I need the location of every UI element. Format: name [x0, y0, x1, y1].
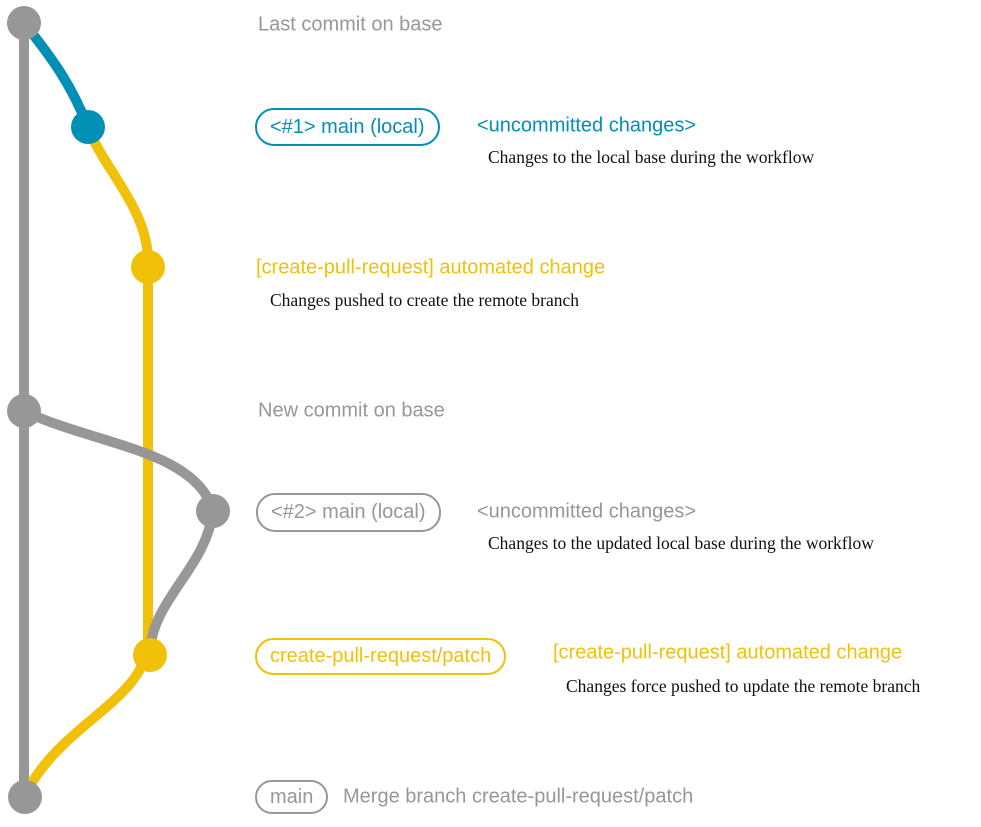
commit-dot-automated-2: [133, 638, 167, 672]
commit-dot-automated-1: [131, 250, 165, 284]
commit-dot-uncommitted-1: [71, 110, 105, 144]
badge-main-final: main: [255, 780, 329, 814]
new-commit-label: New commit on base: [258, 399, 445, 422]
description-force-pushed: Changes force pushed to update the remot…: [566, 675, 921, 696]
last-commit-label: Last commit on base: [258, 13, 443, 36]
badge-patch-branch: create-pull-request/patch: [255, 638, 507, 675]
local-changes-line: [19, 18, 93, 132]
commit-dot-merge: [8, 780, 42, 814]
badge-main-local-2: <#2> main (local): [256, 493, 441, 532]
badge-main-local-1: <#1> main (local): [255, 108, 440, 146]
merge-branch-label: Merge branch create-pull-request/patch: [343, 785, 694, 808]
uncommitted-changes-label-2: <uncommitted changes>: [477, 500, 697, 523]
commit-dot-new-commit: [7, 394, 41, 428]
uncommitted-changes-label-1: <uncommitted changes>: [477, 114, 697, 137]
automated-change-label-2: [create-pull-request] automated change: [553, 641, 903, 664]
patch-branch-line: [22, 122, 153, 796]
description-pushed-create: Changes pushed to create the remote bran…: [270, 289, 580, 310]
description-updated-local-base: Changes to the updated local base during…: [488, 532, 874, 553]
commit-dot-uncommitted-2: [196, 494, 230, 528]
commit-dot-last-commit: [7, 6, 41, 40]
description-local-base: Changes to the local base during the wor…: [488, 146, 815, 167]
automated-change-label-1: [create-pull-request] automated change: [256, 256, 606, 279]
updated-base-fork-line: [19, 406, 219, 655]
